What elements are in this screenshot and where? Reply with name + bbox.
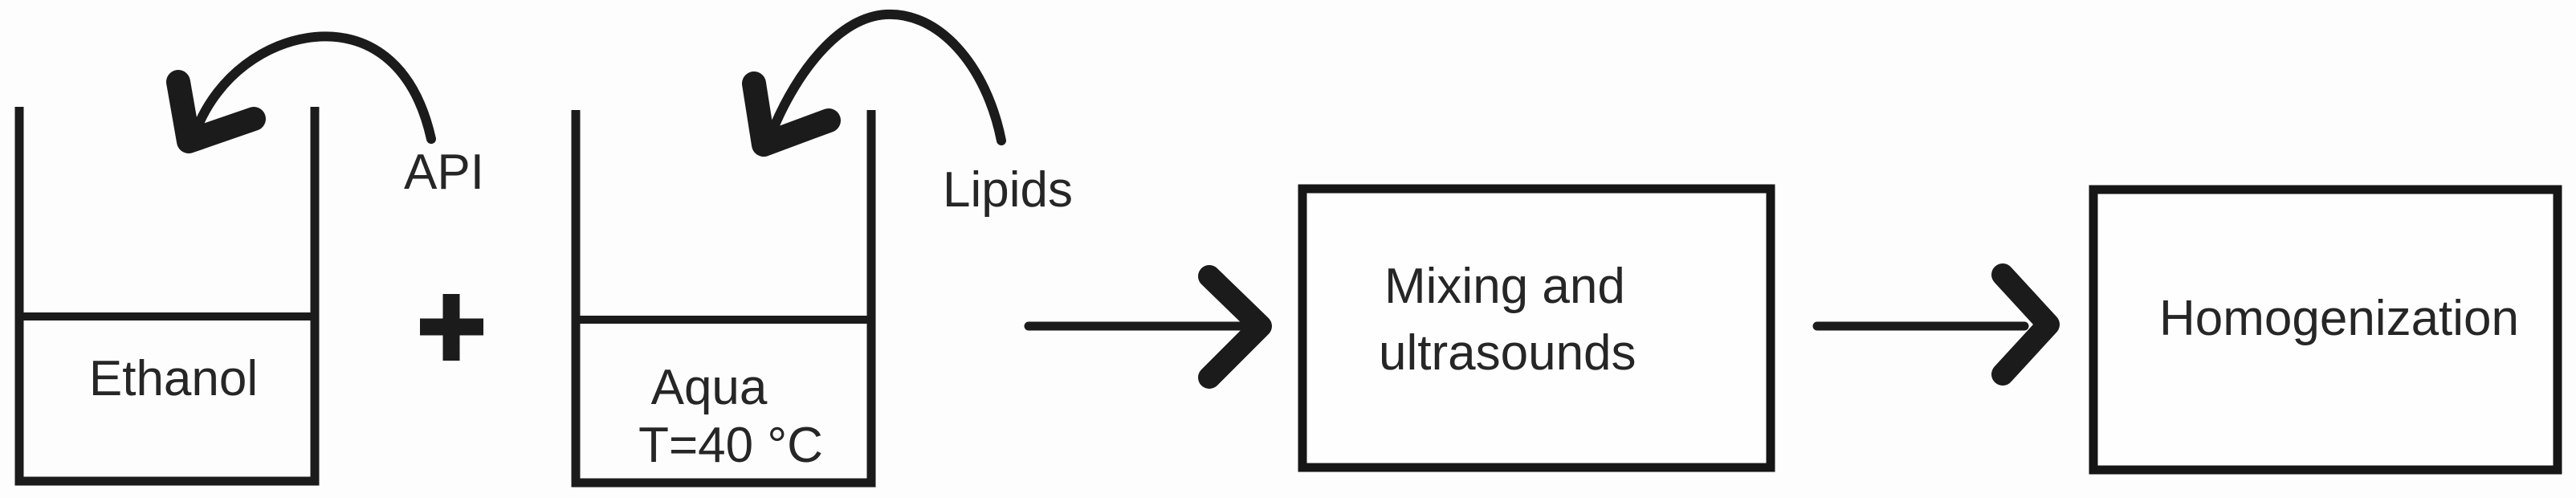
beaker-label: Ethanol <box>89 351 258 406</box>
api-label: API <box>404 145 484 200</box>
process-box <box>2089 185 2562 475</box>
beaker-label-line2: T=40 °C <box>638 418 823 473</box>
api-arrowhead-icon <box>166 70 266 153</box>
api-add-arrow: API <box>166 31 484 200</box>
homogenization-box: Homogenization <box>2089 185 2562 475</box>
process-box <box>1298 184 1775 472</box>
mixing-box: Mixing and ultrasounds <box>1298 184 1775 472</box>
plus-shape <box>420 294 483 361</box>
flow-arrow-to-homogenization <box>1812 263 2060 386</box>
lipids-add-arrow: Lipids <box>742 9 1073 218</box>
arrow-head-icon <box>1991 263 2060 386</box>
plus-icon <box>420 294 483 361</box>
lipids-label: Lipids <box>943 162 1073 218</box>
beaker-label-line1: Aqua <box>651 360 768 415</box>
beaker-outline <box>571 110 876 488</box>
api-curved-arrow <box>193 31 436 144</box>
beaker-outline <box>14 107 320 486</box>
mixing-label-line2: ultrasounds <box>1379 325 1636 381</box>
flow-arrow-to-mixing <box>1024 265 1272 389</box>
ethanol-beaker: Ethanol <box>14 107 320 486</box>
arrow-head-icon <box>1198 265 1272 389</box>
aqua-beaker: Aqua T=40 °C <box>571 110 876 488</box>
mixing-label-line1: Mixing and <box>1384 259 1625 314</box>
homogenization-label: Homogenization <box>2159 291 2519 346</box>
lipids-arrowhead-icon <box>742 71 841 157</box>
lipids-curved-arrow <box>769 9 1006 145</box>
